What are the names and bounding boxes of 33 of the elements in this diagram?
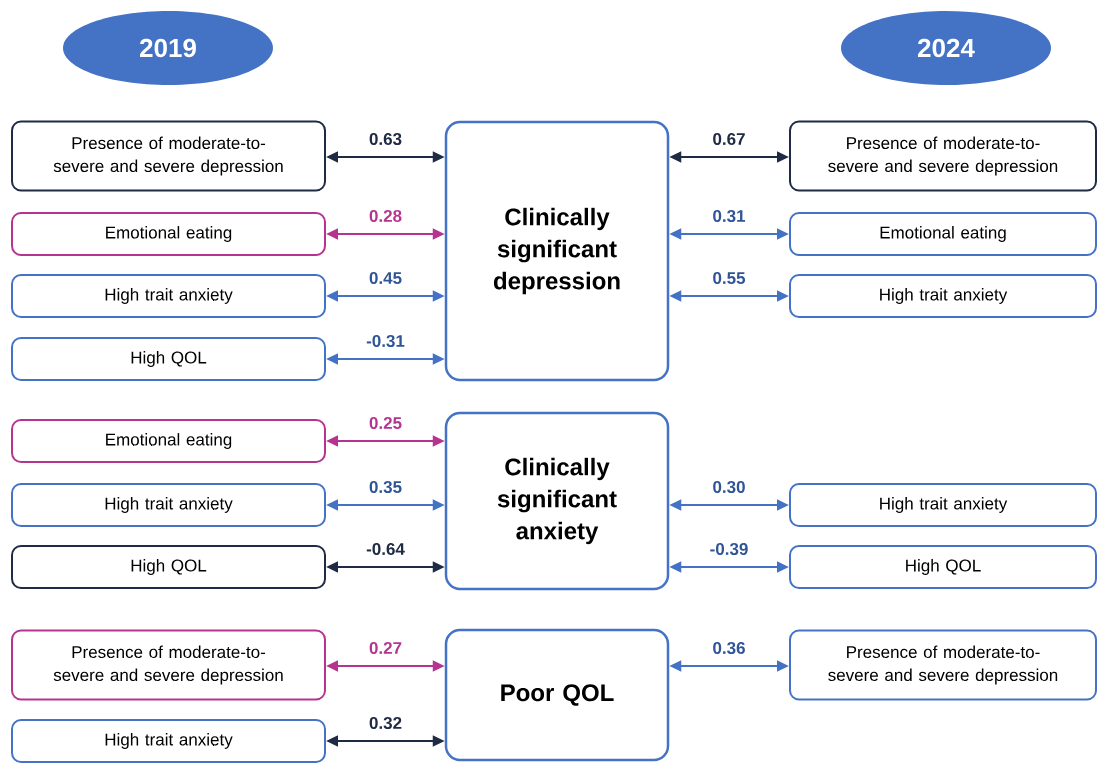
- edge-label: 0.45: [367, 271, 404, 285]
- factor-box: Presence of moderate-to-severe and severe depression: [789, 629, 1097, 701]
- edge-label: 0.67: [711, 132, 747, 146]
- factor-box: Presence of moderate-to-severe and severe depression: [11, 629, 326, 701]
- factor-box: Emotional eating: [789, 212, 1097, 256]
- factor-box: High QOL: [11, 545, 326, 589]
- factor-box: High QOL: [11, 337, 326, 381]
- edge-label: 0.35: [367, 479, 404, 495]
- edge-label: 0.27: [367, 641, 404, 655]
- factor-box: High trait anxiety: [789, 274, 1097, 318]
- factor-box: High QOL: [789, 545, 1097, 589]
- edge-label: -0.64: [365, 542, 406, 556]
- factor-box: Emotional eating: [11, 419, 326, 463]
- edge-label: 0.36: [711, 640, 747, 656]
- factor-box: Presence of moderate-to-severe and severe depression: [11, 120, 326, 192]
- edge-label: 0.63: [367, 131, 404, 147]
- edge-label: 0.28: [367, 209, 404, 223]
- edge-label: 0.55: [711, 271, 747, 285]
- factor-box: Presence of moderate-to-severe and severe depression: [789, 120, 1097, 192]
- edge-label: 0.32: [367, 715, 404, 730]
- outcome-box: Poor QOL: [444, 628, 670, 762]
- edge-label: 0.25: [367, 416, 404, 430]
- edge-label: -0.39: [708, 541, 750, 557]
- factor-box: Emotional eating: [11, 212, 326, 256]
- edge-label: 0.30: [711, 479, 747, 495]
- outcome-box: Clinically significant anxiety: [444, 411, 670, 591]
- factor-box: High trait anxiety: [11, 483, 326, 527]
- factor-box: High trait anxiety: [789, 483, 1097, 527]
- edge-label: -0.31: [365, 333, 406, 349]
- factor-box: High trait anxiety: [11, 719, 326, 763]
- edge-label: 0.31: [711, 208, 747, 224]
- outcome-box: Clinically significant depression: [444, 120, 670, 382]
- factor-box: High trait anxiety: [11, 274, 326, 318]
